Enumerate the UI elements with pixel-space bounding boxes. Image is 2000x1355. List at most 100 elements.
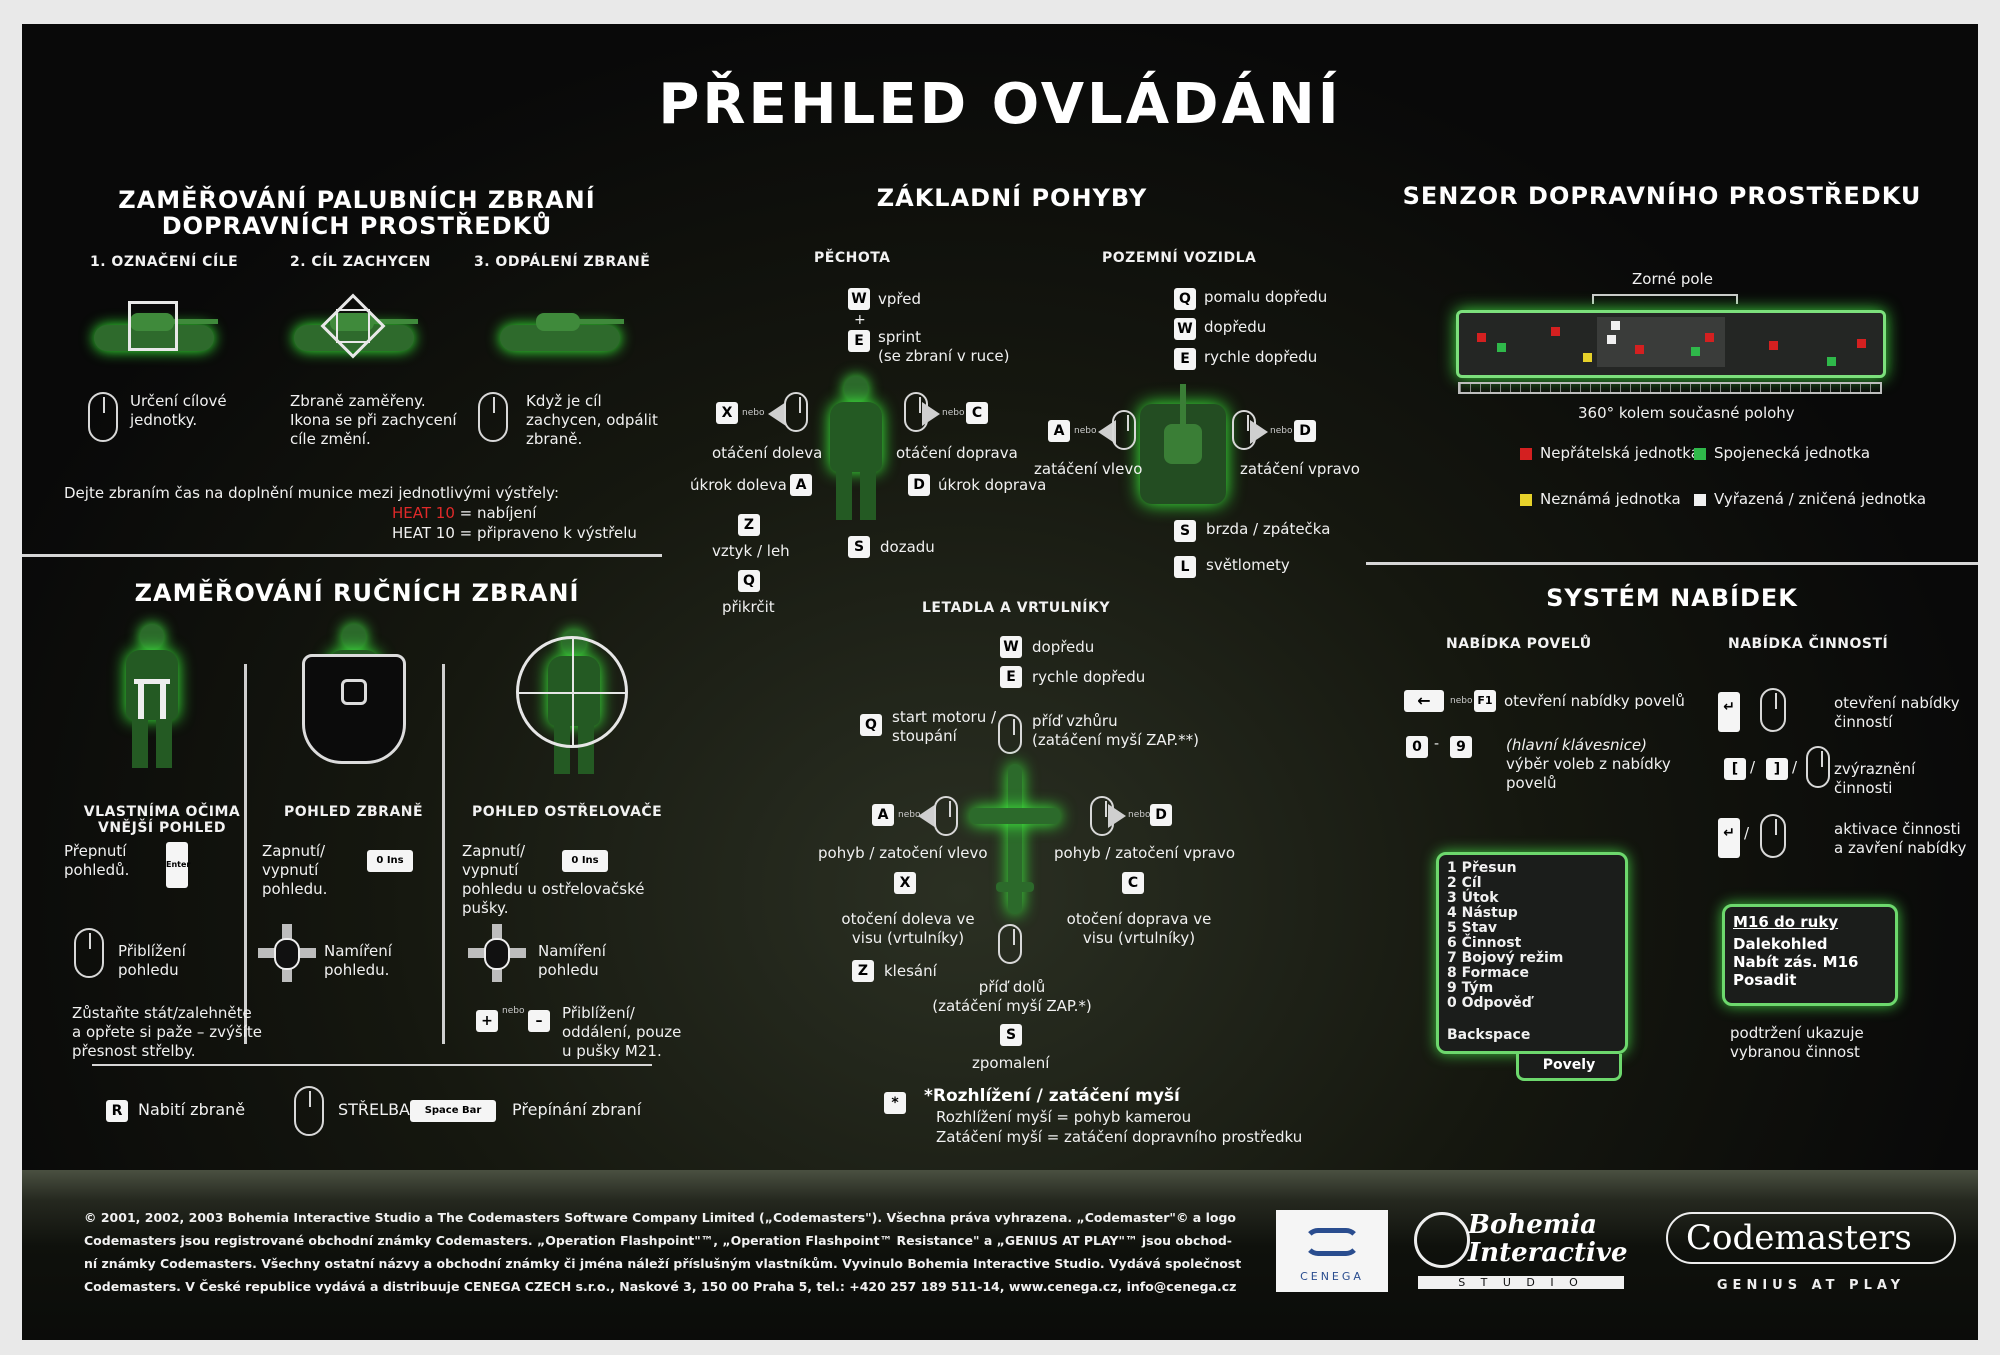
footer-bar — [22, 1170, 1978, 1340]
copyright: © 2001, 2002, 2003 Bohemia Interactive S… — [84, 1210, 1242, 1294]
key-a: A — [790, 474, 812, 496]
unknown-dot — [1583, 353, 1592, 362]
col3-title: POHLED OSTŘELOVAČE — [472, 804, 663, 820]
destroyed-swatch — [1694, 493, 1706, 506]
action-menu-panel: M16 do ruky Dalekohled Nabít zás. M16 Po… — [1722, 904, 1898, 1006]
air-descend: klesání — [884, 962, 937, 980]
ground-vehicle-figure — [1140, 384, 1226, 504]
soldier-weapon-view-figure — [302, 624, 406, 774]
footnote-line2: Zatáčení myší = zatáčení dopravního pros… — [936, 1128, 1303, 1146]
key-e: E — [848, 330, 870, 352]
inf-turn-left: otáčení doleva — [712, 444, 823, 462]
target-square-icon — [128, 301, 178, 351]
command-item[interactable]: 3 Útok — [1447, 890, 1499, 906]
key-c: C — [1122, 872, 1144, 894]
command-item[interactable]: 9 Tým — [1447, 980, 1494, 996]
zero-ins-key: 0 Ins — [562, 850, 608, 872]
weapon-sight-icon — [302, 654, 406, 764]
command-item[interactable]: 0 Odpověď — [1447, 995, 1532, 1011]
key-q: Q — [1174, 288, 1196, 310]
mouse-icon — [1112, 410, 1136, 450]
action-item[interactable]: Dalekohled — [1733, 935, 1828, 953]
air-nose-up: příď vzhůru(zatáčení myší ZAP.**) — [1032, 712, 1200, 749]
command-item[interactable]: 6 Činnost — [1447, 935, 1522, 951]
enemy-dot — [1705, 333, 1714, 342]
command-item[interactable]: 8 Formace — [1447, 965, 1529, 981]
divider — [1366, 562, 1978, 565]
key-w: W — [1000, 636, 1022, 658]
key-q: Q — [860, 714, 882, 736]
air-right: pohyb / zatočení vpravo — [1054, 844, 1236, 862]
nebo-label: nebo — [1074, 426, 1097, 436]
destroyed-dot — [1607, 335, 1616, 344]
command-tab[interactable]: Povely — [1516, 1054, 1622, 1081]
nebo-label: nebo — [502, 1006, 525, 1016]
arrow-right-icon — [1250, 420, 1268, 444]
mouse-icon — [934, 796, 958, 836]
command-item[interactable]: 7 Bojový režim — [1447, 950, 1564, 966]
command-item[interactable]: 2 Cíl — [1447, 875, 1482, 891]
move-mouse-icon — [258, 924, 316, 982]
arrow-left-icon — [768, 402, 786, 426]
key-z: Z — [852, 960, 874, 982]
air-forward: dopředu — [1032, 638, 1095, 656]
command-item[interactable]: 5 Stav — [1447, 920, 1497, 936]
enemy-dot — [1551, 327, 1560, 336]
enter-key: ↵ — [1718, 692, 1740, 732]
mouse-icon — [784, 392, 808, 432]
destroyed-dot — [1611, 321, 1620, 330]
enemy-dot — [1769, 341, 1778, 350]
command-item[interactable]: 1 Přesun — [1447, 860, 1517, 876]
air-slow: zpomalení — [972, 1054, 1050, 1072]
key-w: W — [848, 288, 870, 310]
gv-slow: pomalu dopředu — [1204, 288, 1328, 306]
f1-key: F1 — [1474, 690, 1496, 712]
mouse-right-icon — [1760, 688, 1786, 732]
command-item[interactable]: 4 Nástup — [1447, 905, 1518, 921]
switch-label: Přepínání zbraní — [512, 1100, 642, 1119]
enter-key: ↵ — [1718, 818, 1740, 858]
arrow-right-icon — [1108, 804, 1126, 828]
legend-enemy: Nepřátelská jednotka — [1520, 444, 1700, 463]
tank-firing — [500, 309, 624, 353]
nebo-label: nebo — [742, 408, 765, 418]
fov-bracket — [1592, 294, 1738, 304]
infantry-heading: PĚCHOTA — [814, 250, 891, 266]
gv-turn-right: zatáčení vpravo — [1240, 460, 1360, 478]
command-backspace[interactable]: Backspace — [1447, 1027, 1531, 1043]
zero-ins-key: 0 Ins — [367, 850, 413, 872]
bracket-left-key: [ — [1724, 758, 1746, 780]
inf-turn-right: otáčení doprava — [896, 444, 1018, 462]
tank-target-locked — [294, 293, 418, 359]
key-s: S — [1174, 520, 1196, 542]
gv-turn-left: zatáčení vlevo — [1034, 460, 1143, 478]
ally-dot — [1827, 357, 1836, 366]
heat-ready: HEAT 10 = připraveno k výstřelu — [392, 524, 637, 542]
key-c: C — [966, 402, 988, 424]
action-item[interactable]: Nabít zás. M16 — [1733, 953, 1859, 971]
key-a: A — [872, 804, 894, 826]
command-menu-heading: NABÍDKA POVELŮ — [1446, 636, 1592, 652]
ground-heading: POZEMNÍ VOZIDLA — [1102, 250, 1257, 266]
inf-crouch: přikrčit — [722, 598, 775, 616]
divider — [92, 1064, 652, 1066]
action-item-selected[interactable]: M16 do ruky — [1733, 913, 1839, 931]
air-heading: LETADLA A VRTULNÍKY — [922, 600, 1110, 616]
enemy-swatch — [1520, 447, 1532, 460]
mouse-right-icon — [74, 928, 104, 978]
action-item[interactable]: Posadit — [1733, 971, 1797, 989]
inf-strafe-left: úkrok doleva — [690, 476, 787, 494]
reload-note: Dejte zbraním čas na doplnění munice mez… — [64, 484, 560, 502]
ally-dot — [1497, 343, 1506, 352]
key-0: 0 — [1406, 736, 1428, 758]
mouse-left-icon — [478, 392, 508, 442]
key-w: W — [1174, 318, 1196, 340]
codemasters-logo: Codemasters GENIUS AT PLAY — [1666, 1212, 1958, 1302]
